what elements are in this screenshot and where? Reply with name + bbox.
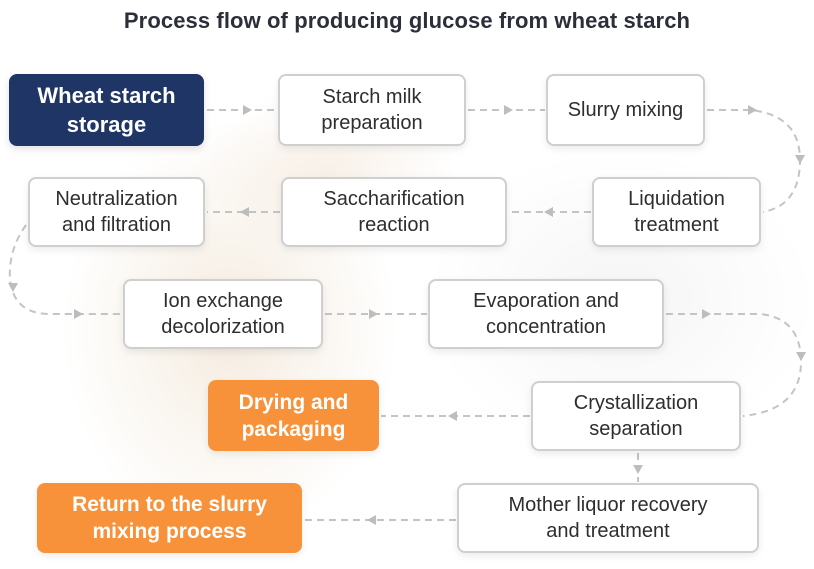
node-label-line: Starch milk (322, 86, 422, 108)
arrowhead-icon (633, 465, 643, 474)
node-liquidation-treatment: Liquidation treatment (592, 177, 761, 247)
node-label-line: Neutralization (55, 188, 178, 210)
node-slurry-mixing: Slurry mixing (546, 74, 705, 146)
node-crystallization-separation: Crystallization separation (531, 381, 741, 451)
node-label-line: packaging (241, 417, 346, 441)
node-label-line: mixing process (92, 520, 247, 543)
node-neutralization-filtration: Neutralization and filtration (28, 177, 205, 247)
node-label-line: concentration (485, 316, 607, 338)
node-ion-exchange-decolorization: Ion exchange decolorization (123, 279, 323, 349)
arrowhead-icon (702, 309, 711, 319)
arrowhead-icon (367, 515, 376, 525)
node-label-line: Drying and (238, 390, 349, 414)
node-label-line: Wheat starch (37, 83, 176, 108)
node-label-line: Mother liquor recovery (508, 494, 708, 516)
node-mother-liquor-recovery: Mother liquor recovery and treatment (457, 483, 759, 553)
node-label-line: and treatment (546, 520, 670, 542)
node-label-line: storage (66, 112, 147, 137)
node-label-line: separation (589, 418, 683, 440)
node-label-line: decolorization (161, 316, 285, 338)
arrowhead-icon (796, 352, 806, 361)
node-label-line: Return to the slurry (72, 493, 267, 516)
node-return-slurry-mixing: Return to the slurry mixing process (37, 483, 302, 553)
node-label-line: Crystallization (573, 392, 699, 414)
node-starch-milk-preparation: Starch milk preparation (278, 74, 466, 146)
node-label-line: Ion exchange (162, 290, 284, 312)
node-label-line: Saccharification (323, 188, 465, 210)
arrowhead-icon (369, 309, 378, 319)
arrowhead-icon (74, 309, 83, 319)
arrowhead-icon (795, 155, 805, 164)
arrowhead-icon (448, 411, 457, 421)
node-label-line: treatment (634, 214, 719, 236)
node-label-line: preparation (321, 112, 423, 134)
node-label-line: Slurry mixing (567, 99, 684, 121)
arrowhead-icon (748, 105, 757, 115)
node-label-line: Evaporation and (473, 290, 619, 312)
node-wheat-starch-storage: Wheat starch storage (9, 74, 204, 146)
node-label-line: Liquidation (628, 188, 725, 210)
arrowhead-icon (243, 105, 252, 115)
arrowhead-icon (8, 283, 18, 292)
arrowhead-icon (504, 105, 513, 115)
node-drying-packaging: Drying and packaging (208, 380, 379, 451)
arrowhead-icon (544, 207, 553, 217)
diagram-title: Process flow of producing glucose from w… (123, 8, 691, 33)
node-label-line: and filtration (62, 214, 171, 236)
arrowhead-icon (240, 207, 249, 217)
node-label-line: reaction (358, 214, 430, 236)
node-evaporation-concentration: Evaporation and concentration (428, 279, 664, 349)
node-saccharification-reaction: Saccharification reaction (281, 177, 507, 247)
